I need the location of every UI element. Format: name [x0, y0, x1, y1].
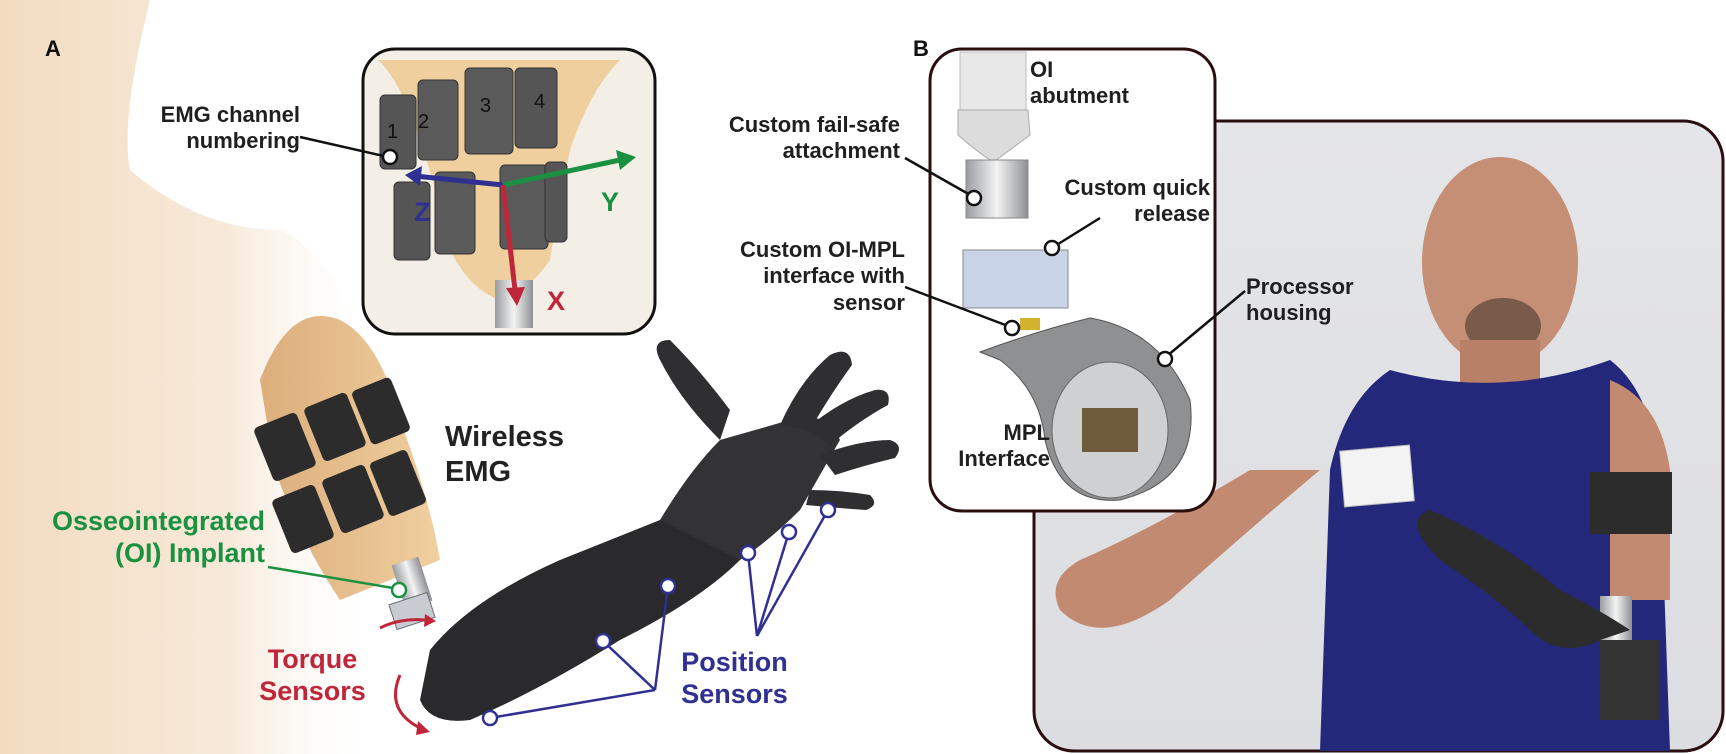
oi-abutment-label: OI abutment	[1030, 57, 1129, 109]
oi-implant-label: Osseointegrated (OI) Implant	[51, 506, 265, 569]
processor-housing-label: Processor housing	[1246, 274, 1354, 326]
emg-channel-numbering-label: EMG channel numbering	[160, 102, 300, 154]
quick-release-label: Custom quick release	[1064, 175, 1210, 227]
position-sensors-label: Position Sensors	[681, 647, 788, 710]
leader-lines-a	[267, 135, 837, 727]
axis-y-label: Y	[601, 187, 620, 217]
oi-mpl-interface-label: Custom OI-MPL interface with sensor	[740, 237, 905, 315]
panel-b-letter: B	[913, 36, 929, 61]
torque-arrows	[379, 614, 436, 735]
torso-silhouette	[0, 0, 380, 754]
emg-inset-box	[361, 47, 657, 336]
panel-a-letter: A	[45, 36, 61, 61]
prosthetic-arm	[420, 340, 899, 721]
axis-z-label: Z	[414, 197, 431, 227]
mpl-interface-label: MPL Interface	[958, 420, 1050, 472]
axis-x-label: X	[547, 286, 566, 316]
channel-1-label: 1	[387, 121, 399, 143]
channel-3-label: 3	[480, 95, 492, 117]
torque-sensors-label: Torque Sensors	[259, 644, 366, 707]
wireless-emg-label: Wireless EMG	[445, 421, 565, 488]
channel-4-label: 4	[534, 91, 546, 113]
emg-armband	[254, 377, 426, 553]
mpl-inset-box	[928, 47, 1217, 513]
leader-lines-b	[904, 156, 1246, 368]
channel-2-label: 2	[418, 111, 430, 133]
failsafe-attachment-label: Custom fail-safe attachment	[728, 112, 900, 164]
